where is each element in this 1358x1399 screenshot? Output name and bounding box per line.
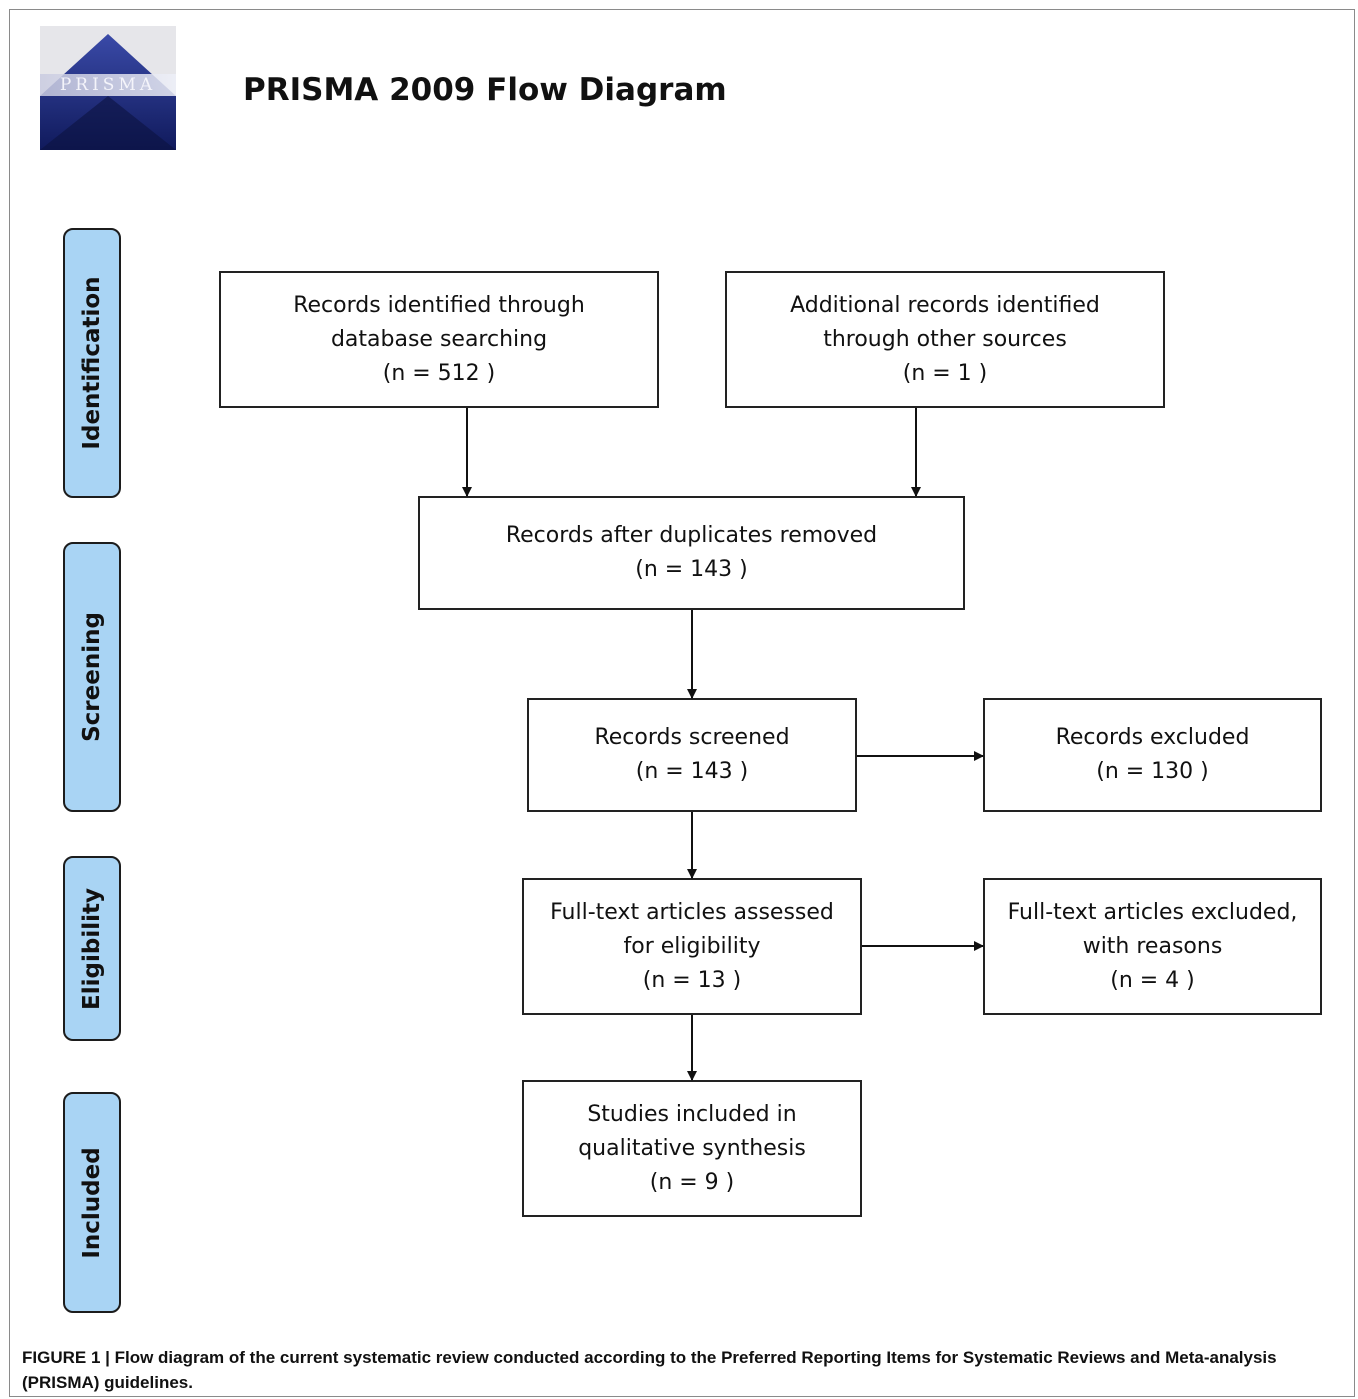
stage-included: Included [63, 1092, 121, 1313]
fulltext-excluded-box: Full-text articles excluded, with reason… [983, 878, 1322, 1015]
logo-text: PRISMA [59, 75, 157, 95]
box-line: database searching [330, 326, 548, 352]
prisma-logo-graphic [40, 26, 176, 150]
box-line: qualitative synthesis [578, 1135, 806, 1161]
box-line: Full-text articles assessed [550, 899, 834, 925]
box-count: (n = 143 ) [635, 557, 748, 582]
stage-eligibility: Eligibility [63, 856, 121, 1041]
figure-caption: FIGURE 1 | Flow diagram of the current s… [22, 1348, 1277, 1392]
box-line: Additional records identified [790, 292, 1100, 318]
box-line: Full-text articles excluded, [1007, 899, 1298, 925]
box-line: Records screened [594, 725, 790, 750]
figure-frame [9, 9, 1355, 1397]
box-count: (n = 13 ) [642, 967, 742, 993]
box-count: (n = 1 ) [902, 360, 988, 386]
fulltext-assessed-box: Full-text articles assessed for eligibil… [522, 878, 862, 1015]
database-records-box: Records identified through database sear… [219, 271, 659, 408]
box-line: Records identified through [293, 292, 585, 318]
stage-screening: Screening [63, 542, 121, 812]
prisma-logo: PRISMA [40, 26, 176, 150]
box-count: (n = 130 ) [1096, 759, 1209, 784]
other-sources-box: Additional records identified through ot… [725, 271, 1165, 408]
box-count: (n = 4 ) [1110, 967, 1195, 993]
box-line: Studies included in [587, 1101, 797, 1127]
duplicates-removed-box: Records after duplicates removed (n = 14… [418, 496, 965, 610]
box-count: (n = 512 ) [382, 360, 496, 386]
box-line: for eligibility [623, 933, 761, 959]
records-excluded-box: Records excluded (n = 130 ) [983, 698, 1322, 812]
stage-identification: Identification [63, 228, 121, 498]
studies-included-box: Studies included in qualitative synthesi… [522, 1080, 862, 1217]
box-count: (n = 9 ) [649, 1169, 735, 1195]
page-title: PRISMA 2009 Flow Diagram [243, 72, 727, 108]
box-line: Records after duplicates removed [505, 523, 878, 548]
records-screened-box: Records screened (n = 143 ) [527, 698, 857, 812]
box-line: with reasons [1082, 933, 1223, 959]
box-line: through other sources [823, 326, 1067, 352]
box-line: Records excluded [1055, 725, 1250, 750]
box-count: (n = 143 ) [635, 759, 749, 784]
